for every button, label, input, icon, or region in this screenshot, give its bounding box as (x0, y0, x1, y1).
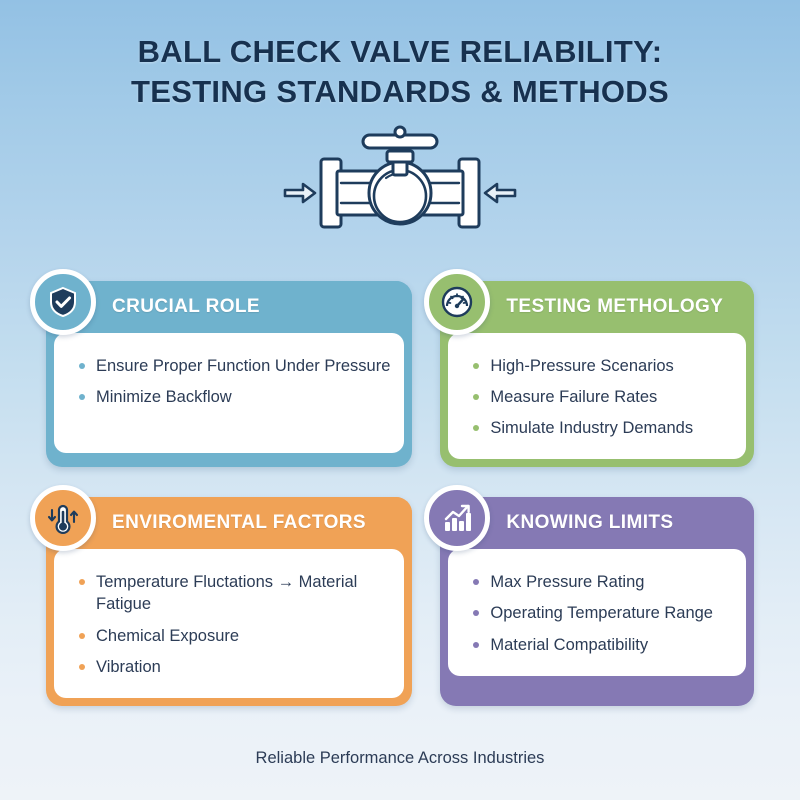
arrow-right-icon (283, 183, 317, 204)
list-item: Simulate Industry Demands (470, 417, 732, 439)
card-body-crucial-role: Ensure Proper Function Under Pressure Mi… (54, 333, 405, 453)
arrow-left-icon (483, 183, 517, 204)
card-header-enviromental-factors: ENVIROMENTAL FACTORS (46, 497, 413, 550)
list-item: Measure Failure Rates (470, 386, 732, 408)
card-header-knowing-limits: KNOWING LIMITS (440, 497, 754, 550)
footer-tagline: Reliable Performance Across Industries (255, 749, 545, 767)
card-list: High-Pressure Scenarios Measure Failure … (470, 355, 732, 439)
list-item: Max Pressure Rating (470, 571, 732, 593)
gauge-icon (424, 269, 491, 335)
page-title-line-1: BALL CHECK VALVE RELIABILITY: (137, 34, 663, 69)
card-header-crucial-role: CRUCIAL ROLE (46, 281, 413, 333)
list-item: Chemical Exposure (76, 625, 390, 647)
list-item: High-Pressure Scenarios (470, 355, 732, 377)
card-list: Temperature Fluctations → Material Fatig… (76, 571, 390, 677)
thermometer-arrows-icon (30, 485, 96, 552)
shield-check-icon (30, 269, 96, 335)
bar-chart-growth-icon (424, 485, 491, 552)
card-testing-methodology[interactable]: TESTING METHOLOGY High-Pressure Scenario… (424, 269, 754, 468)
page-title: BALL CHECK VALVE RELIABILITY: TESTING ST… (0, 32, 800, 111)
list-item: Ensure Proper Function Under Pressure (76, 355, 390, 377)
page-title-line-2: TESTING STANDARDS & METHODS (131, 73, 669, 109)
card-body-testing-methodology: High-Pressure Scenarios Measure Failure … (448, 333, 746, 460)
list-item: Temperature Fluctations → Material Fatig… (76, 571, 390, 615)
card-header-testing-methodology: TESTING METHOLOGY (440, 281, 754, 333)
card-title: ENVIROMENTAL FACTORS (112, 512, 366, 534)
card-grid: CRUCIAL ROLE Ensure Proper Function Unde… (0, 269, 800, 706)
list-item: Vibration (76, 656, 390, 678)
card-list: Ensure Proper Function Under Pressure Mi… (76, 355, 390, 408)
hero-illustration (0, 125, 800, 255)
list-item: Operating Temperature Range (470, 602, 732, 624)
card-enviromental-factors[interactable]: ENVIROMENTAL FACTORS Temperature Fluctat… (30, 485, 413, 706)
list-item: Minimize Backflow (76, 386, 390, 408)
card-title: CRUCIAL ROLE (112, 296, 261, 317)
card-title: TESTING METHOLOGY (506, 296, 724, 317)
card-title: KNOWING LIMITS (506, 512, 674, 534)
card-list: Max Pressure Rating Operating Temperatur… (470, 571, 732, 655)
card-body-knowing-limits: Max Pressure Rating Operating Temperatur… (448, 549, 746, 676)
card-crucial-role[interactable]: CRUCIAL ROLE Ensure Proper Function Unde… (30, 269, 413, 468)
list-item: Material Compatibility (470, 634, 732, 656)
card-body-enviromental-factors: Temperature Fluctations → Material Fatig… (54, 549, 405, 698)
ball-valve-illustration (283, 125, 517, 229)
card-knowing-limits[interactable]: KNOWING LIMITS Max Pressure Rating Opera… (424, 485, 754, 706)
page-header: BALL CHECK VALVE RELIABILITY: TESTING ST… (0, 0, 800, 111)
